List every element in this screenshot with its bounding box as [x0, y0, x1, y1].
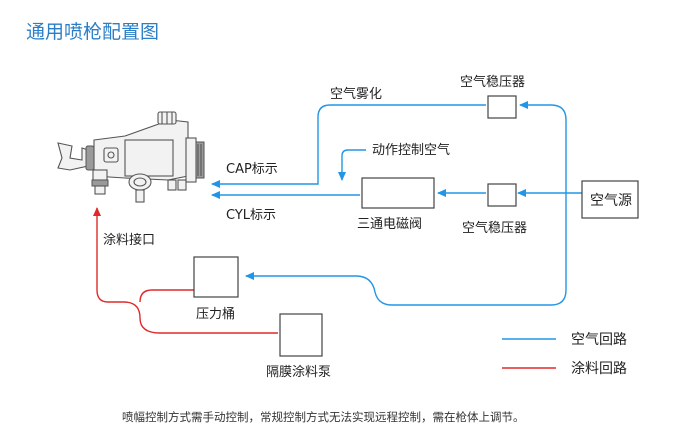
page-title: 通用喷枪配置图: [26, 21, 159, 43]
three-way-valve-label: 三通电磁阀: [357, 217, 422, 232]
diaphragm-pump-box: [279, 313, 323, 357]
cap-label: CAP标示: [226, 162, 278, 177]
diaphragm-pump-label: 隔膜涂料泵: [266, 364, 331, 380]
pressure-tank-box: [193, 256, 239, 298]
air-regulator-top-label: 空气稳压器: [460, 74, 525, 90]
legend-air-label: 空气回路: [571, 332, 627, 348]
air-regulator-mid-label: 空气稳压器: [462, 220, 527, 236]
spray-gun-icon: [57, 111, 205, 203]
cyl-label: CYL标示: [226, 208, 276, 223]
air-source-label: 空气源: [590, 193, 632, 209]
air-source-box: [581, 180, 639, 219]
paint-inlet-label: 涂料接口: [103, 232, 155, 248]
air-regulator-top-box: [487, 95, 517, 119]
control-air-label: 动作控制空气: [372, 142, 450, 158]
air-atomize-label: 空气雾化: [330, 86, 382, 102]
footnote: 喷幅控制方式需手动控制，常规控制方式无法实现远程控制，需在枪体上调节。: [122, 410, 525, 424]
pressure-tank-label: 压力桶: [196, 307, 235, 322]
legend-paint-label: 涂料回路: [571, 361, 627, 377]
air-regulator-mid-box: [487, 183, 517, 207]
three-way-valve-box: [361, 177, 435, 209]
